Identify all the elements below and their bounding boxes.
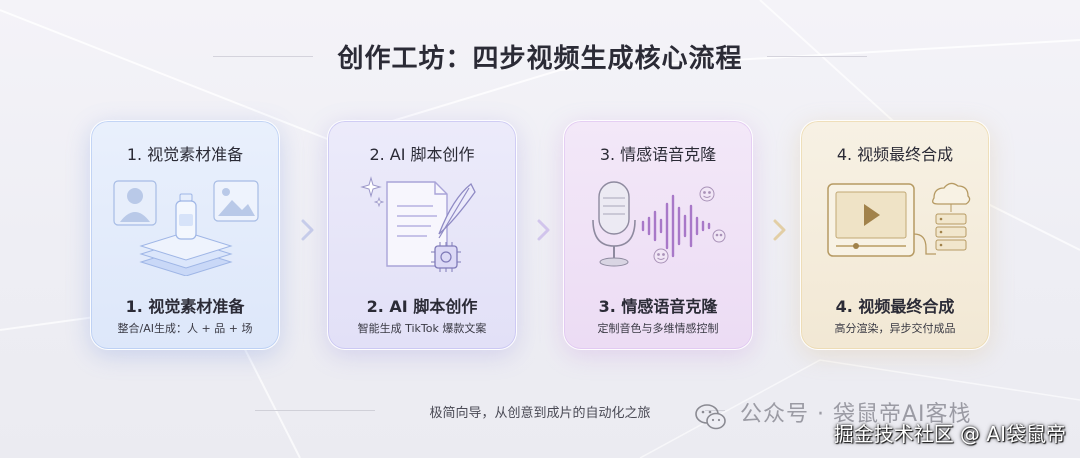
bottle-icon <box>175 193 197 240</box>
wechat-icon <box>695 404 726 430</box>
person-icon <box>113 180 157 226</box>
step-card-description: 高分渲染，异步交付成品 <box>834 322 956 335</box>
chip-icon <box>431 242 461 272</box>
connector-line <box>913 233 936 255</box>
ai-script-illustration <box>360 176 476 272</box>
step-card-description: 整合/AI生成：人 + 品 + 场 <box>117 322 253 335</box>
title-divider-right <box>766 55 867 57</box>
voice-clone-illustration <box>592 181 726 267</box>
footer-divider-right <box>705 410 725 411</box>
step-card-video-composite: 4. 视频最终合成 4. 视频最终合成 高分渲染，异步交付成品 <box>800 120 990 350</box>
step-card-title: 1. 视觉素材准备 <box>126 145 244 164</box>
sparkle-icon <box>360 176 385 208</box>
watermark-wechat-account: 公众号 · 袋鼠帝AI客栈 <box>740 402 972 427</box>
header: 创作工坊：四步视频生成核心流程 <box>0 34 1080 78</box>
step-card-description: 定制音色与多维情感控制 <box>597 322 719 335</box>
cloud-server-icon <box>932 182 971 251</box>
step-card-title: 2. AI 脚本创作 <box>369 145 475 164</box>
document-icon <box>386 181 448 267</box>
step-card-name: 2. AI 脚本创作 <box>366 297 478 316</box>
step-card-ai-script: 2. AI 脚本创作 2. AI 脚本创作 智能生成 TikTok 爆款文案 <box>327 120 517 350</box>
footer-divider-left <box>255 410 375 411</box>
chevron-right-icon <box>537 219 550 241</box>
step-card-voice-clone: 3. 情感语音克隆 3. 情感语音克隆 定制音色与多维情感控制 <box>563 120 753 350</box>
page-title: 创作工坊：四步视频生成核心流程 <box>337 43 743 74</box>
step-card-visual-assets: 1. 视觉素材准备 1. 视觉素材准备 整合/AI生成：人 + 品 + 场 <box>90 120 280 350</box>
emoji-icon <box>653 186 726 264</box>
video-composite-illustration <box>827 182 971 257</box>
step-card-name: 3. 情感语音克隆 <box>598 297 718 316</box>
waveform-icon <box>641 194 711 258</box>
step-card-title: 4. 视频最终合成 <box>836 145 954 164</box>
quill-icon <box>438 182 476 239</box>
chevron-right-icon <box>773 219 786 241</box>
visual-assets-illustration <box>113 180 259 276</box>
step-card-description: 智能生成 TikTok 爆款文案 <box>357 322 487 335</box>
watermark-juejin: 掘金技术社区 @ AI袋鼠帝 <box>833 422 1066 446</box>
chevron-right-icon <box>301 219 314 241</box>
title-divider-left <box>213 55 314 57</box>
image-icon <box>213 180 259 222</box>
layers-icon <box>139 231 233 276</box>
footer-tagline: 极简向导，从创意到成片的自动化之旅 <box>429 406 651 421</box>
step-card-title: 3. 情感语音克隆 <box>599 145 717 164</box>
step-card-name: 1. 视觉素材准备 <box>125 297 245 316</box>
video-player-icon <box>827 183 915 257</box>
microphone-icon <box>592 181 636 267</box>
step-card-name: 4. 视频最终合成 <box>835 297 955 316</box>
